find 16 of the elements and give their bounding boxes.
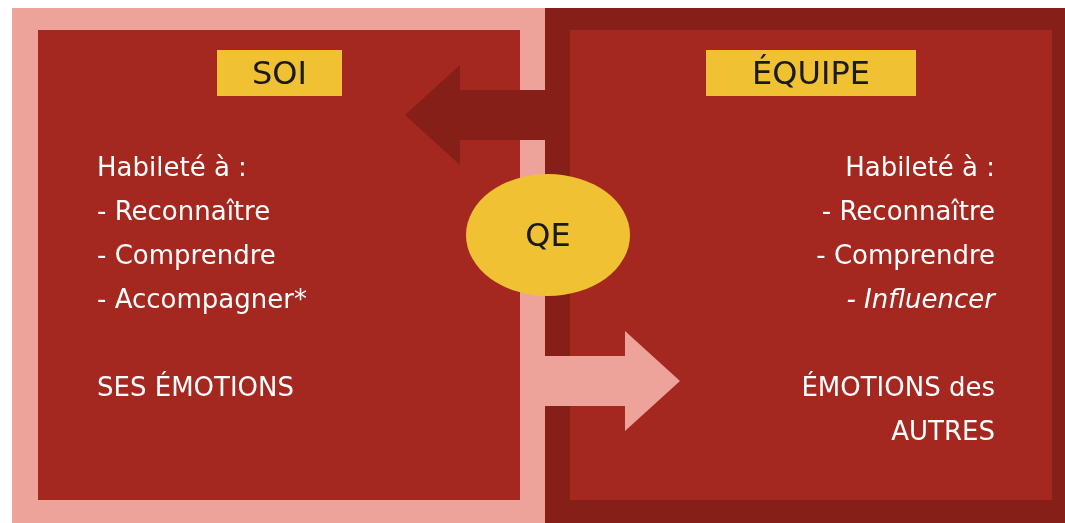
title-label: SOI — [217, 50, 342, 96]
list-item: - Reconnaître — [821, 195, 995, 228]
list-item: - Comprendre — [97, 239, 276, 272]
list-item: - Comprendre — [816, 239, 995, 272]
intro-text: Habileté à : — [845, 151, 995, 184]
summary-text: SES ÉMOTIONS — [97, 370, 294, 404]
intro-text: Habileté à : — [97, 151, 247, 184]
title-label: ÉQUIPE — [706, 50, 916, 96]
arrow — [545, 331, 680, 431]
summary-text: ÉMOTIONS des AUTRES — [800, 370, 995, 448]
list-item: - Reconnaître — [97, 195, 271, 228]
content-panel — [570, 30, 1052, 500]
arrow — [405, 65, 545, 165]
content-panel — [38, 30, 520, 500]
list-item: - Influencer — [846, 283, 995, 316]
list-item: - Accompagner* — [97, 283, 307, 316]
